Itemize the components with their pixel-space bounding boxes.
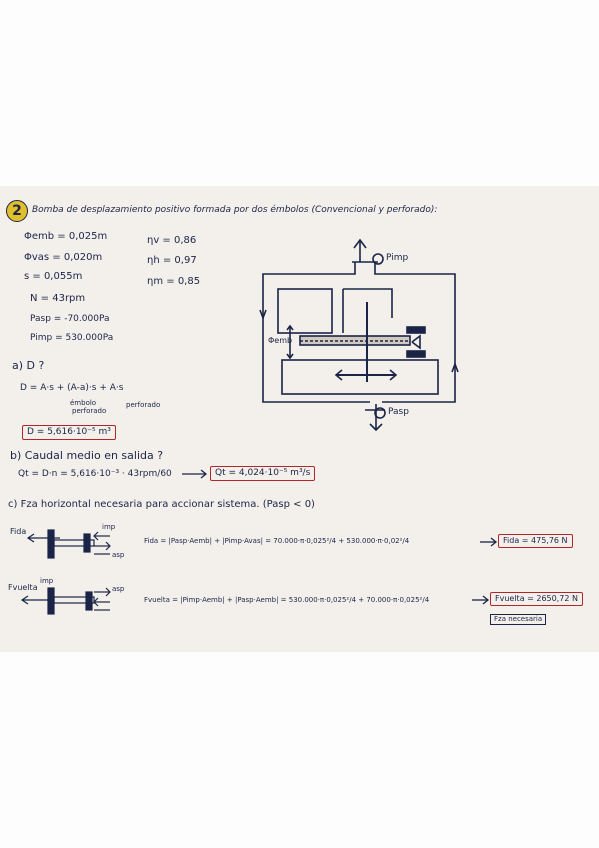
data-s: s = 0,055m: [24, 271, 83, 282]
label-pimp: Pimp: [386, 253, 409, 263]
asp-label-3: asp: [112, 585, 125, 593]
part-a-formula: D = A·s + (A-a)·s + A·s: [20, 383, 124, 393]
data-p-asp: Pasp = -70.000Pa: [30, 314, 110, 324]
fvuelta-result: Fvuelta = 2650,72 N: [490, 592, 583, 606]
part-a-question: a) D ?: [12, 359, 45, 372]
label-phi-emb: Φemb: [268, 336, 293, 345]
fvuelta-formula: Fvuelta = |Pimp·Aemb| + |Pasp·Aemb| = 53…: [144, 596, 430, 604]
data-eta-v: ηv = 0,86: [147, 235, 197, 246]
data-eta-m: ηm = 0,85: [147, 276, 201, 287]
part-a-result: D = 5,616·10⁻⁵ m³: [22, 425, 116, 440]
data-eta-h: ηh = 0,97: [147, 255, 197, 266]
part-a-under-2: perforado: [72, 407, 107, 415]
part-b-result: Qt = 4,024·10⁻⁵ m³/s: [210, 466, 316, 481]
problem-title: Bomba de desplazamiento positivo formada…: [32, 205, 438, 215]
fida-formula: Fida = |Pasp·Aemb| + |Pimp·Avas| = 70.00…: [144, 537, 410, 545]
paper-sheet: [0, 186, 599, 652]
part-a-under-3: perforado: [126, 401, 161, 409]
asp-label-1: asp: [112, 551, 125, 559]
problem-number: 2: [6, 200, 28, 222]
part-c-question: c) Fza horizontal necesaria para acciona…: [8, 499, 315, 510]
asp-label-2: imp: [40, 577, 54, 585]
fvuelta-label: Fvuelta: [8, 583, 38, 592]
data-phi-emb: Φemb = 0,025m: [24, 231, 108, 242]
data-p-imp: Pimp = 530.000Pa: [30, 333, 114, 343]
fza-necesaria-note: Fza necesaria: [490, 614, 547, 625]
fida-result: Fida = 475,76 N: [498, 534, 573, 548]
part-b-formula: Qt = D·n = 5,616·10⁻³ · 43rpm/60: [18, 469, 172, 479]
imp-label-1: imp: [102, 523, 116, 531]
part-a-under-1: émbolo: [70, 399, 97, 407]
part-b-question: b) Caudal medio en salida ?: [10, 449, 164, 462]
label-pasp: Pasp: [388, 407, 409, 417]
fida-label: Fida: [10, 527, 27, 536]
data-phi-vas: Φvas = 0,020m: [24, 252, 103, 263]
data-n: N = 43rpm: [30, 293, 86, 304]
